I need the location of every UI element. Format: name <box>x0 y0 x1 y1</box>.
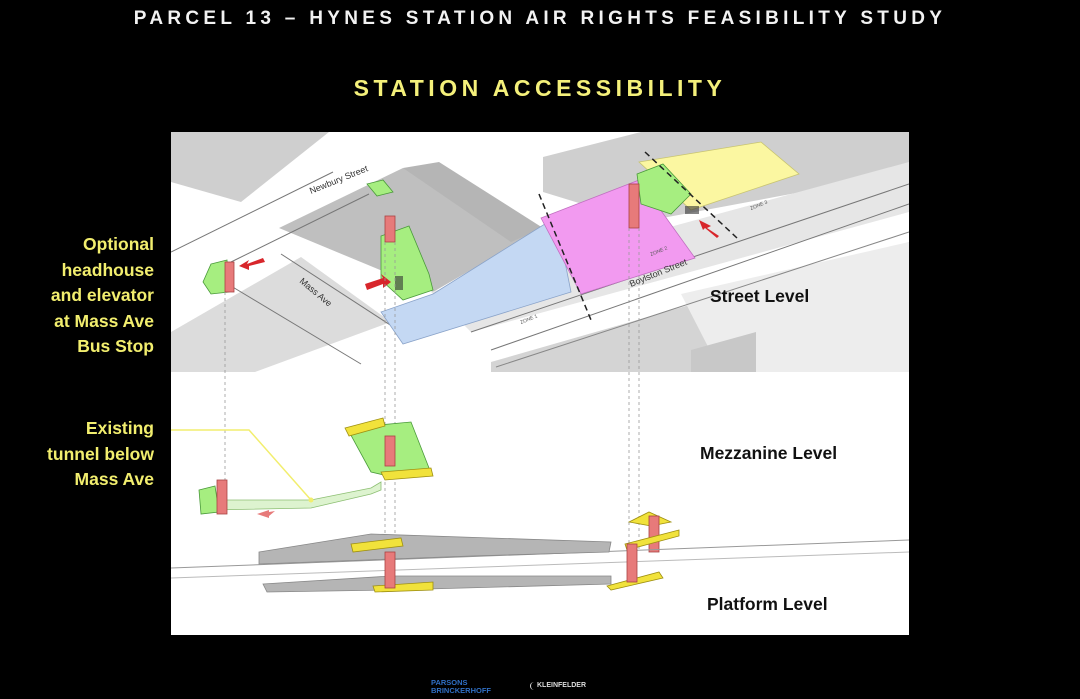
station-drawing: Newbury Street Mass Ave Boylston Street … <box>171 132 909 593</box>
station-diagram: Newbury Street Mass Ave Boylston Street … <box>171 132 909 635</box>
vertical-connectors <box>224 228 640 552</box>
headhouse-callout: Optional headhouse and elevator at Mass … <box>50 234 154 356</box>
parsons-brinckerhoff-logo: PARSONS BRINCKERHOFF <box>431 678 491 695</box>
mezzanine-level <box>198 417 673 553</box>
platform-level <box>171 529 909 593</box>
street-level-label: Street Level <box>710 286 810 306</box>
mezzanine-level-label: Mezzanine Level <box>700 443 838 463</box>
platform-level-label: Platform Level <box>707 594 828 614</box>
kleinfelder-logo: KLEINFELDER <box>530 682 586 690</box>
tunnel-leader-dot <box>308 497 314 503</box>
tunnel-callout: Existing tunnel below Mass Ave <box>47 418 154 489</box>
section-title: STATION ACCESSIBILITY <box>353 75 727 101</box>
page-title: PARCEL 13 – HYNES STATION AIR RIGHTS FEA… <box>133 8 947 29</box>
street-level-map: Newbury Street Mass Ave Boylston Street … <box>171 132 909 372</box>
tunnel-leader-line <box>171 429 312 501</box>
